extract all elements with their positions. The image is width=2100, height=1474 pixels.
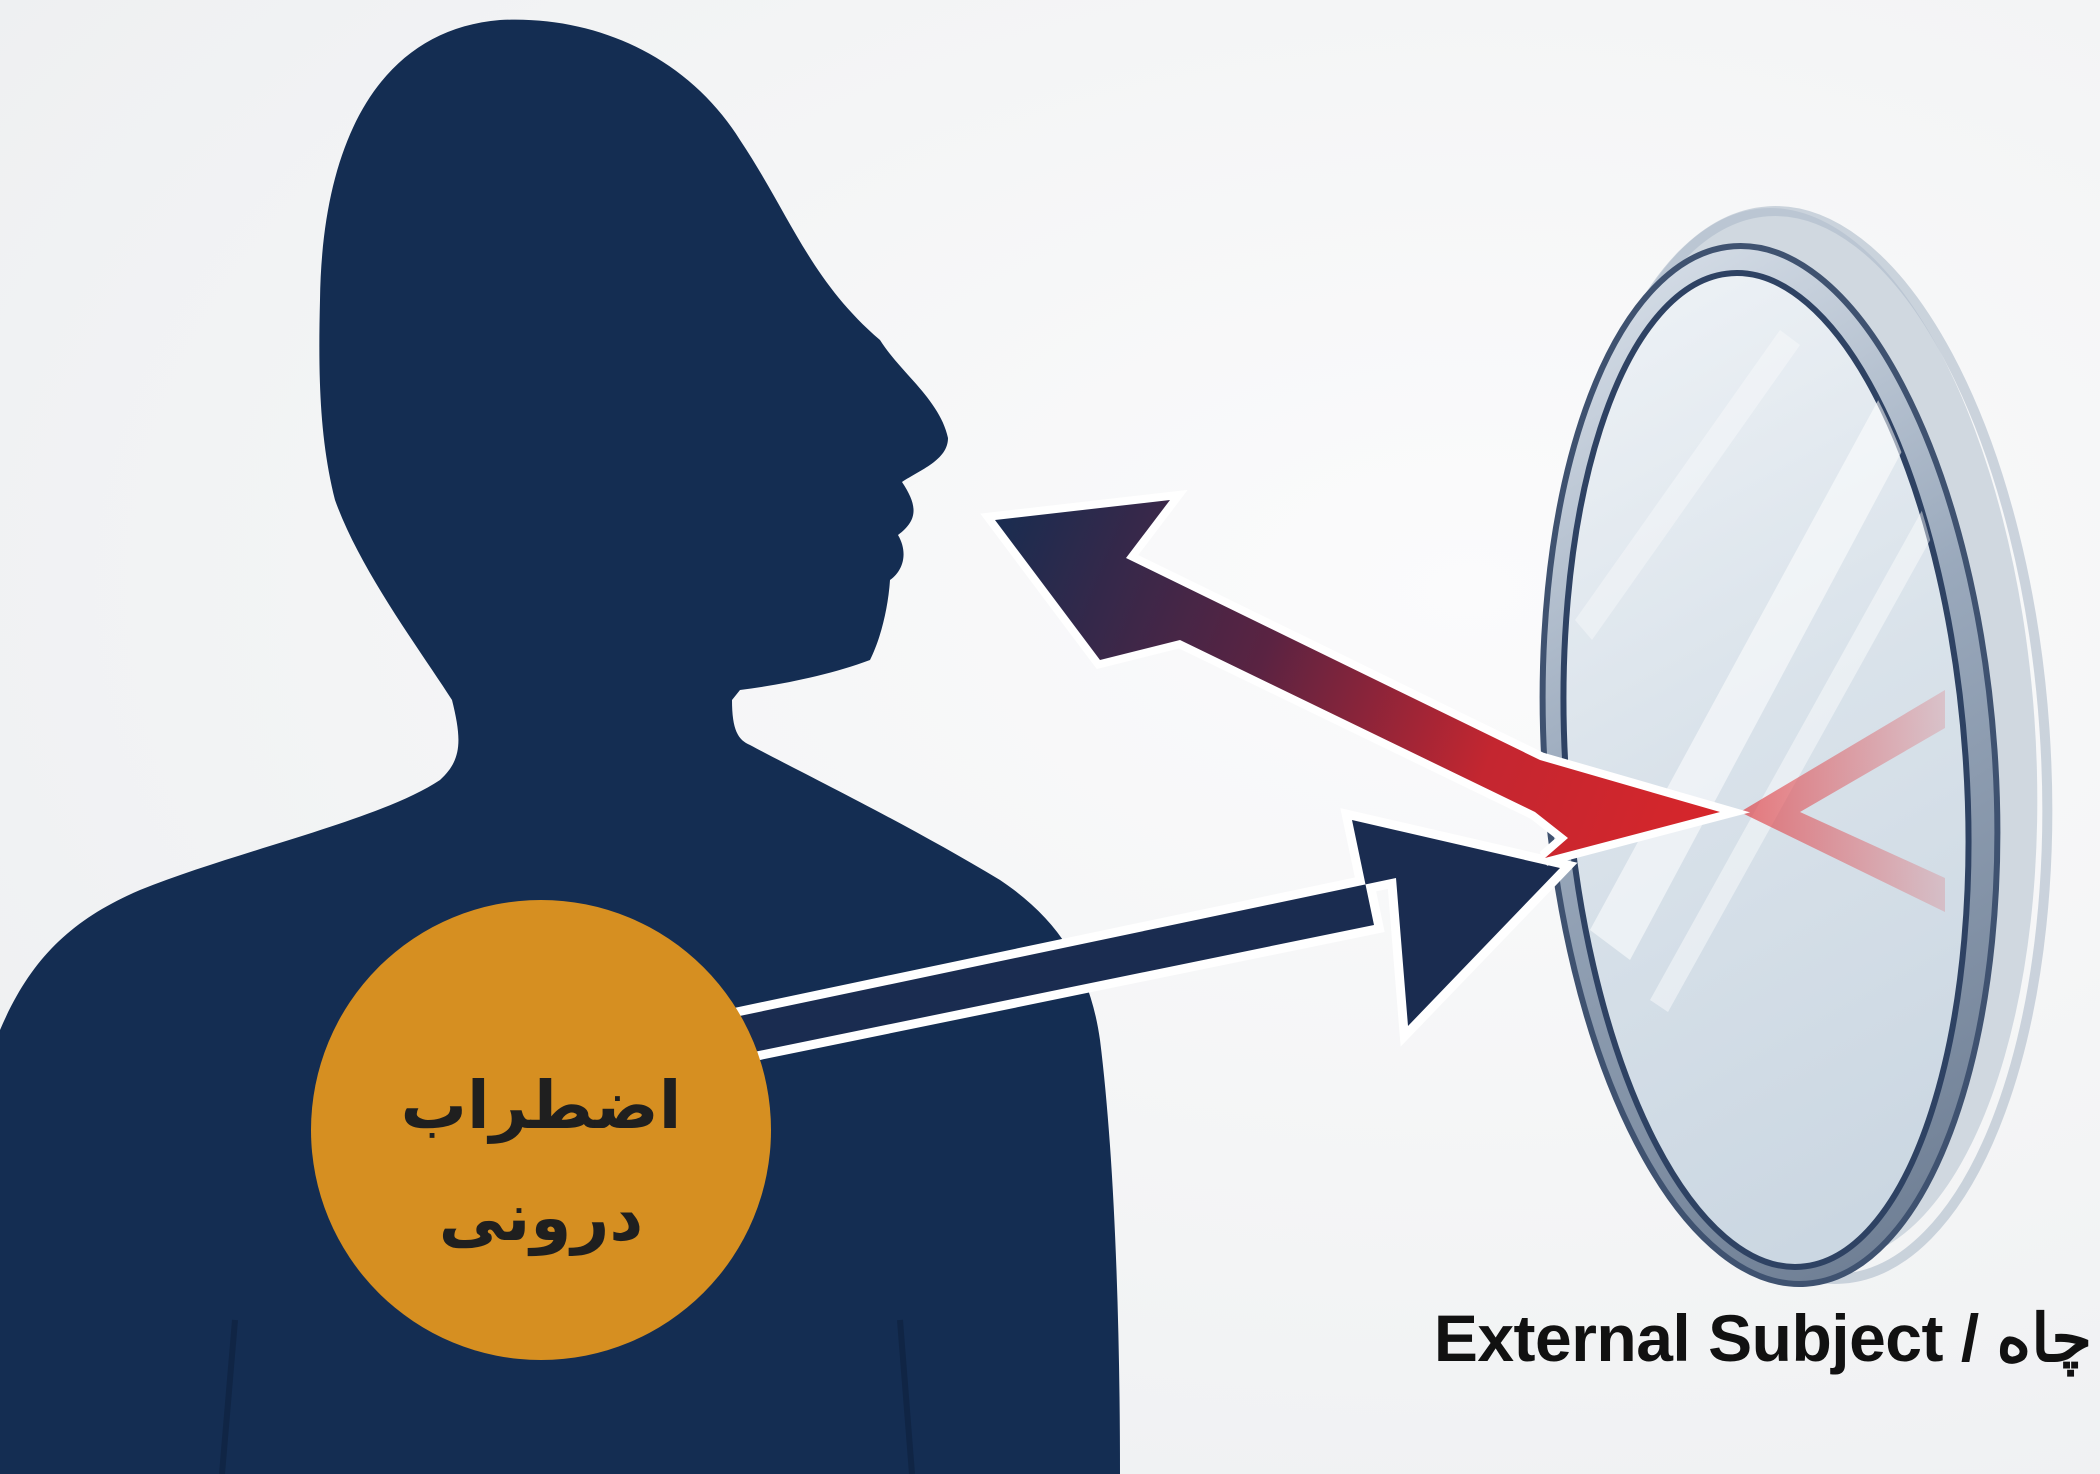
circle-label-line2: درونی — [439, 1179, 643, 1257]
circle-label-line1: اضطراب — [401, 1067, 682, 1144]
external-subject-label: External Subject / چاه — [1434, 1300, 2092, 1377]
